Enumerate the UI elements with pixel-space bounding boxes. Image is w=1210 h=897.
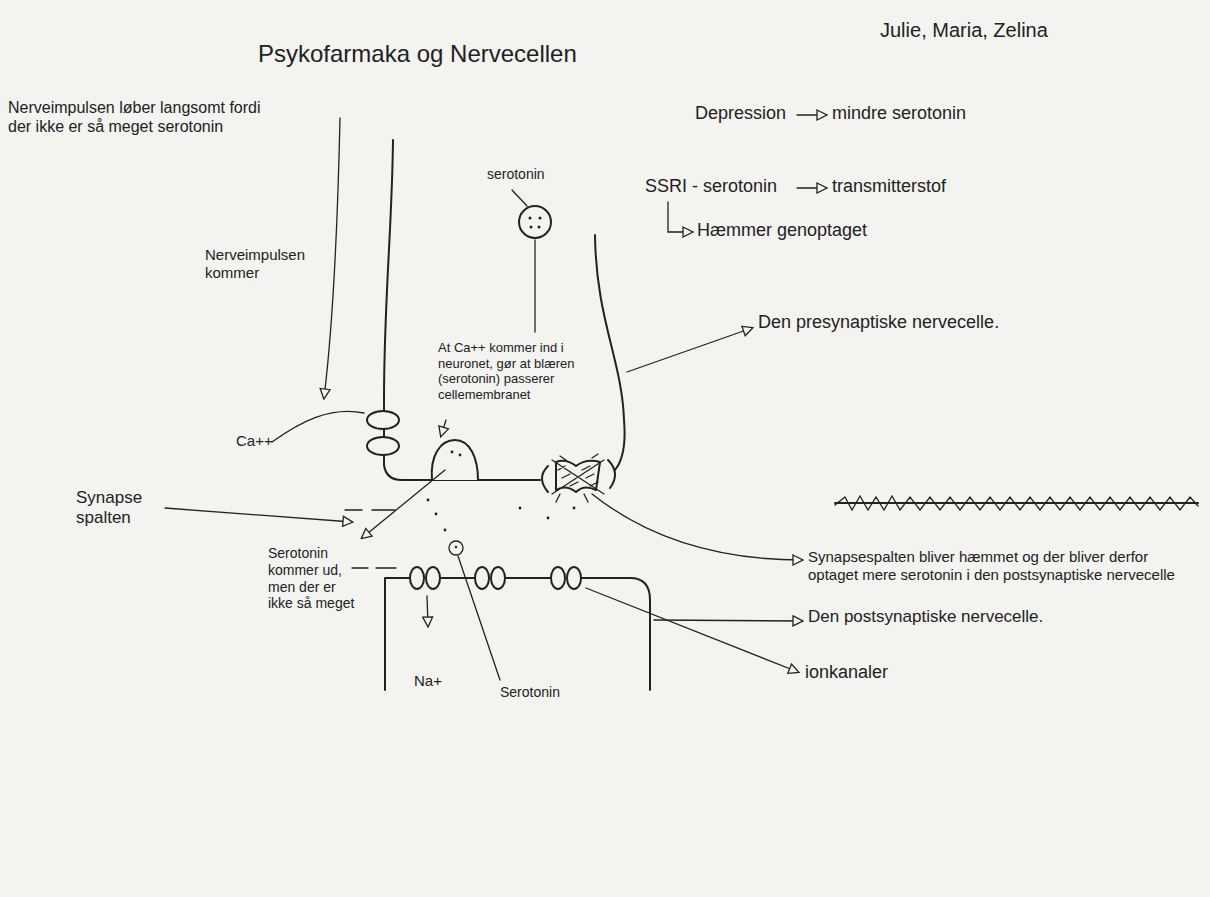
note: At Ca++ kommer ind i neuronet, gør at bl… <box>438 340 588 402</box>
cross-out <box>552 454 604 494</box>
leader-line <box>512 190 527 206</box>
calcium-channel <box>367 437 399 455</box>
ion-channel <box>410 567 424 589</box>
serotonin-dot <box>547 517 550 520</box>
leader-line <box>272 411 364 442</box>
note: transmitterstof <box>832 176 946 198</box>
arrow-symbol <box>797 187 826 188</box>
vesicle <box>519 206 551 238</box>
ion-channel <box>567 567 581 589</box>
leader-line <box>534 240 535 332</box>
vesicle-dot <box>530 226 533 229</box>
leader-arrow <box>586 588 798 672</box>
note: mindre serotonin <box>832 103 966 125</box>
title: Psykofarmaka og Nervecellen <box>258 40 577 69</box>
transporter-mark <box>556 494 588 502</box>
leader-arrow <box>441 420 446 436</box>
leader-arrow <box>592 494 802 560</box>
serotonin-dot <box>455 546 457 548</box>
vesicle-dot <box>529 217 532 220</box>
vesicle-dot <box>451 451 454 454</box>
presynaptic-membrane <box>384 140 540 480</box>
note: Serotonin kommer ud, men der er ikke så … <box>268 545 356 612</box>
leader-arrow <box>627 328 752 372</box>
part-label: Synapse spalten <box>76 488 156 529</box>
reuptake-transporter <box>542 466 548 492</box>
dash-line <box>352 567 396 568</box>
arrow-symbol <box>668 202 692 232</box>
leader-arrow <box>654 620 802 621</box>
note: Nerveimpulsen løber langsomt fordi der i… <box>8 98 263 136</box>
note: Depression <box>695 103 786 125</box>
note: SSRI - serotonin <box>645 176 777 198</box>
part-label: Den presynaptiske nervecelle. <box>758 312 999 334</box>
note: Synapsespalten bliver hæmmet og der bliv… <box>808 548 1200 584</box>
serotonin-molecule <box>449 541 463 555</box>
part-label: Serotonin <box>500 684 560 701</box>
postsynaptic-membrane <box>385 578 650 690</box>
vesicle-dot <box>538 226 541 229</box>
leader-arrow <box>324 118 340 398</box>
vesicle-dot <box>539 217 542 220</box>
presynaptic-membrane <box>595 235 625 470</box>
dash-line <box>345 509 395 510</box>
leader-arrow <box>427 596 428 626</box>
leader-line <box>458 556 500 680</box>
ion-channel <box>491 567 505 589</box>
part-label: ionkanaler <box>805 662 888 684</box>
part-label: Na+ <box>414 672 442 690</box>
strike-line <box>835 502 1198 504</box>
serotonin-dot <box>444 529 447 532</box>
crossed-out-text <box>835 496 1198 510</box>
leader-arrow <box>165 508 352 522</box>
part-label: Den postsynaptiske nervecelle. <box>808 607 1043 627</box>
author-names: Julie, Maria, Zelina <box>880 18 1048 42</box>
vesicle-dot <box>459 454 462 457</box>
serotonin-dot <box>427 499 430 502</box>
serotonin-dot <box>519 507 522 510</box>
ion-channel <box>551 567 565 589</box>
part-label: Nerveimpulsen kommer <box>205 246 320 282</box>
reuptake-transporter <box>608 460 615 488</box>
part-label: Ca++ <box>236 432 273 450</box>
serotonin-dot <box>573 507 576 510</box>
leader-arrow <box>362 470 445 538</box>
arrow-symbol <box>797 114 826 115</box>
ion-channel <box>475 567 489 589</box>
note: Hæmmer genoptaget <box>697 220 867 242</box>
part-label: serotonin <box>487 166 545 183</box>
fusing-vesicle <box>432 440 478 480</box>
ion-channel <box>426 567 440 589</box>
serotonin-dot <box>435 513 438 516</box>
calcium-channel <box>367 411 399 429</box>
